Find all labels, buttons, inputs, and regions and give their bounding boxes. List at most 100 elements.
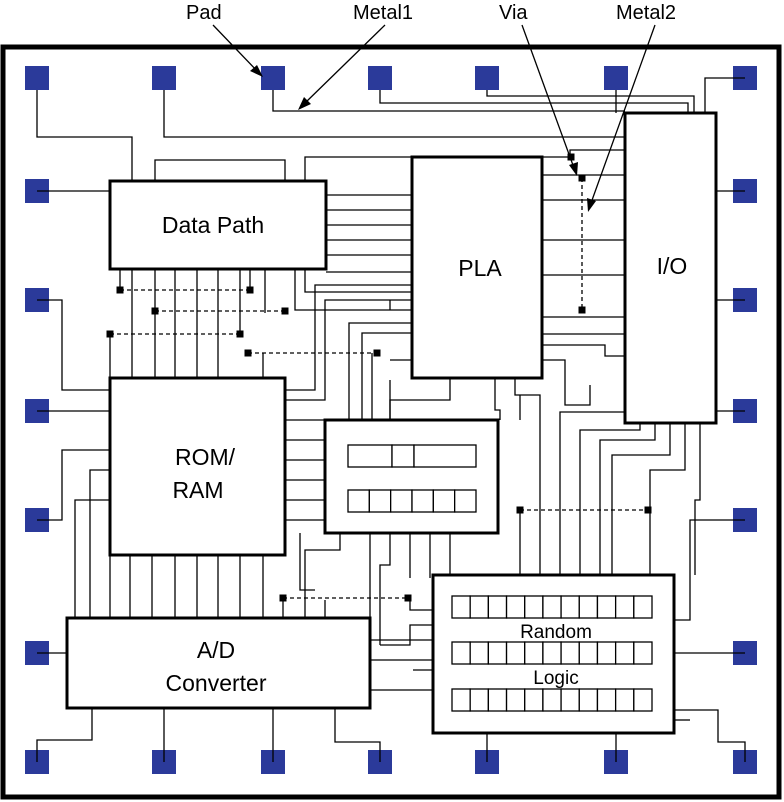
via-arrowhead [569, 162, 578, 176]
metal1-callout-label: Metal1 [353, 2, 413, 24]
logic-cell [542, 688, 562, 712]
logic-cell [505, 641, 526, 665]
ad-label-line1: A/D [197, 637, 235, 663]
logic-cell [524, 595, 544, 619]
random-logic-row-1 [451, 595, 653, 619]
rom-ram-label-line2: RAM [172, 477, 223, 503]
pla-block: PLA [410, 155, 544, 380]
logic-label: Logic [533, 668, 578, 689]
via [567, 153, 575, 161]
via [373, 349, 381, 357]
via [246, 286, 254, 294]
via [244, 349, 252, 357]
bond-pad [25, 66, 49, 90]
logic-cell [487, 595, 508, 619]
logic-cell [560, 595, 580, 619]
logic-cell [596, 688, 617, 712]
logic-cell [451, 688, 471, 712]
ad-converter-block: A/D Converter [65, 616, 372, 710]
bond-pad [152, 66, 176, 90]
logic-cell [596, 641, 617, 665]
logic-cell [524, 641, 544, 665]
pad-arrowhead [250, 65, 263, 77]
io-label: I/O [657, 253, 688, 279]
logic-cell [469, 688, 490, 712]
pad-arrow [212, 24, 259, 73]
via [236, 330, 244, 338]
pad-callout-label: Pad [186, 2, 222, 24]
data-path-block: Data Path [108, 179, 328, 271]
logic-cell [432, 489, 456, 513]
logic-cell [411, 489, 434, 513]
register-cell [347, 444, 393, 468]
via [404, 594, 412, 602]
logic-cell [368, 489, 392, 513]
random-logic-row-3 [451, 688, 653, 712]
logic-cell [451, 595, 471, 619]
logic-cell [633, 595, 653, 619]
via [281, 307, 289, 315]
logic-cell [390, 489, 413, 513]
via-arrow [521, 24, 575, 169]
logic-cell [596, 595, 617, 619]
logic-label-bg [520, 668, 590, 686]
logic-cell [614, 595, 635, 619]
logic-cell [614, 641, 635, 665]
logic-cell [505, 688, 526, 712]
via [151, 307, 159, 315]
metal1-arrow [304, 24, 386, 104]
rom-ram-block: ROM/ RAM [108, 376, 287, 557]
logic-cell [542, 641, 562, 665]
metal2-callout-label: Metal2 [616, 2, 676, 24]
logic-cell [560, 641, 580, 665]
logic-cell [542, 595, 562, 619]
ad-label-line2: Converter [166, 670, 267, 696]
metal2-wiring [110, 178, 648, 599]
metal2-arrowhead [587, 198, 596, 212]
logic-cell [633, 688, 653, 712]
bond-pad [261, 66, 285, 90]
logic-cell [614, 688, 635, 712]
logic-cell [454, 489, 477, 513]
logic-cell [578, 595, 599, 619]
via [106, 330, 114, 338]
register-cell [391, 444, 415, 468]
logic-cell [487, 641, 508, 665]
via-group [106, 153, 652, 602]
register-cell [413, 444, 477, 468]
via [279, 594, 287, 602]
io-block: I/O [623, 111, 718, 425]
rom-ram-label-line1: ROM/ [175, 444, 236, 470]
random-logic-block: Random Logic [431, 573, 676, 735]
logic-cell [578, 688, 599, 712]
random-label: Random [520, 622, 592, 643]
bond-pad [368, 66, 392, 90]
data-path-label: Data Path [162, 212, 264, 238]
logic-cell [469, 641, 490, 665]
metal2-arrow [590, 24, 656, 204]
logic-cell [560, 688, 580, 712]
logic-cell [487, 688, 508, 712]
via [578, 306, 586, 314]
logic-cell [347, 489, 370, 513]
metal1-wiring [36, 77, 746, 762]
logic-cell [633, 641, 653, 665]
register-row-2 [347, 489, 477, 513]
via-callout-label: Via [499, 2, 528, 24]
register-row-1 [347, 444, 477, 468]
via [516, 506, 524, 514]
via [116, 286, 124, 294]
metal1-arrowhead [298, 97, 311, 110]
logic-cell [451, 641, 471, 665]
logic-cell [578, 641, 599, 665]
bond-pad [604, 66, 628, 90]
via [578, 174, 586, 182]
pla-label: PLA [458, 255, 502, 281]
bond-pad [475, 66, 499, 90]
callouts: Pad Metal1 Via Metal2 [186, 2, 676, 212]
logic-cell [469, 595, 490, 619]
logic-cell [505, 595, 526, 619]
register-block [323, 418, 500, 535]
via [644, 506, 652, 514]
